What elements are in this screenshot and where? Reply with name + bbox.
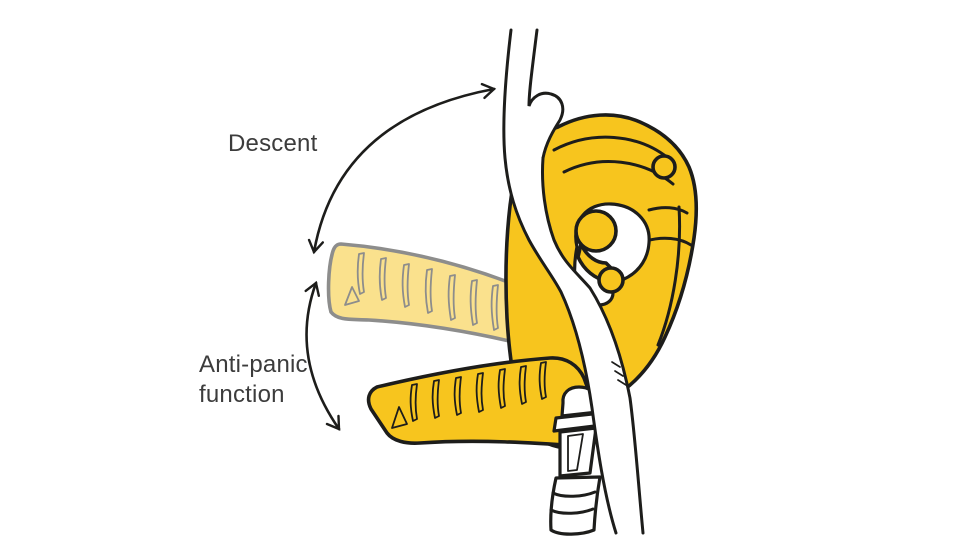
descent-rotation-arrow: [307, 82, 497, 255]
anti-panic-label-line2: function: [199, 381, 285, 408]
anti-panic-rotation-arrow: [304, 280, 341, 431]
rope: [502, 28, 645, 535]
anti-panic-label: Anti-panic function: [199, 350, 308, 410]
handle-grip-ribs: [356, 252, 499, 331]
body-crease: [647, 206, 689, 215]
cam-pivot: [574, 209, 618, 253]
swing-plate-crease: [552, 135, 670, 160]
rope-edge-right-wrap: [527, 28, 565, 160]
descent-label: Descent: [228, 130, 318, 157]
handle-grip-ribs: [409, 361, 547, 422]
body-crease: [656, 205, 682, 347]
handle-grip-hole: [344, 286, 360, 306]
rope-edge-right: [541, 156, 645, 535]
cam-roller: [597, 266, 625, 294]
handle-grip-hole: [391, 406, 408, 429]
rope-stitch-marks: [611, 361, 627, 386]
handle-descent-position-faded: [326, 242, 563, 355]
rope-edge-left: [502, 28, 618, 535]
carabiner-connector: [549, 385, 605, 536]
anti-panic-label-line1: Anti-panic: [199, 351, 308, 378]
rivet: [651, 154, 677, 180]
